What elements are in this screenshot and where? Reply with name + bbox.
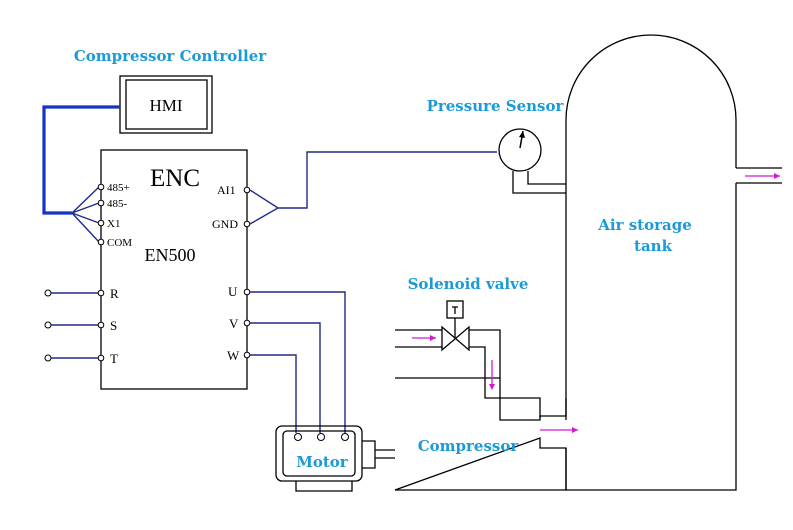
terminal-com (97, 238, 105, 246)
pressure-sensor: Pressure Sensor (427, 97, 566, 194)
motor-outputs: U V W (227, 284, 346, 433)
input-s-label: S (110, 318, 117, 333)
terminal-ai1-label: AI1 (217, 183, 236, 197)
enc-controller: ENC EN500 (100, 149, 248, 390)
input-t-label: T (110, 351, 118, 366)
hmi-cable (42, 105, 120, 215)
terminal-485m (97, 199, 105, 207)
output-v-label: V (229, 316, 239, 331)
wire-v (250, 322, 321, 433)
terminal-x1-label: X1 (107, 218, 120, 230)
compressor-body (394, 377, 567, 491)
terminal-485p (97, 183, 105, 191)
terminal-x1 (97, 219, 105, 227)
solenoid-valve: Solenoid valve (395, 275, 541, 418)
analog-terminals: AI1 GND (212, 183, 251, 231)
compressor-label: Compressor (418, 437, 520, 455)
control-terminals: 485+ 485- X1 COM (97, 182, 132, 249)
terminal-gnd (243, 220, 251, 228)
wire-w (250, 354, 297, 433)
terminal-485m-label: 485- (107, 198, 128, 210)
output-w-label: W (227, 348, 240, 363)
terminal-gnd-label: GND (212, 217, 238, 231)
tank-outlet-pipe (736, 167, 782, 184)
hmi-panel: HMI (119, 75, 213, 134)
output-u-label: U (228, 284, 238, 299)
hmi-label: HMI (149, 96, 182, 115)
enc-title: ENC (150, 165, 200, 192)
terminal-com-label: COM (107, 237, 132, 249)
compressor-controller-label: Compressor Controller (74, 47, 267, 65)
power-inputs: R S T (44, 286, 119, 366)
air-storage-label-line2: tank (634, 237, 673, 255)
solenoid-valve-label: Solenoid valve (408, 275, 529, 293)
motor: Motor (275, 425, 395, 492)
sensor-signal-wire (249, 151, 497, 225)
input-r-label: R (110, 286, 119, 301)
wire-u (250, 291, 346, 433)
air-storage-tank (565, 34, 737, 491)
model-label: EN500 (145, 245, 196, 265)
terminal-ai1 (243, 186, 251, 194)
pressure-sensor-label: Pressure Sensor (427, 97, 565, 115)
air-storage-label-line1: Air storage (597, 216, 692, 234)
terminal-485p-label: 485+ (107, 182, 130, 194)
hmi-cable-fanout (71, 186, 100, 243)
motor-label: Motor (296, 453, 349, 471)
